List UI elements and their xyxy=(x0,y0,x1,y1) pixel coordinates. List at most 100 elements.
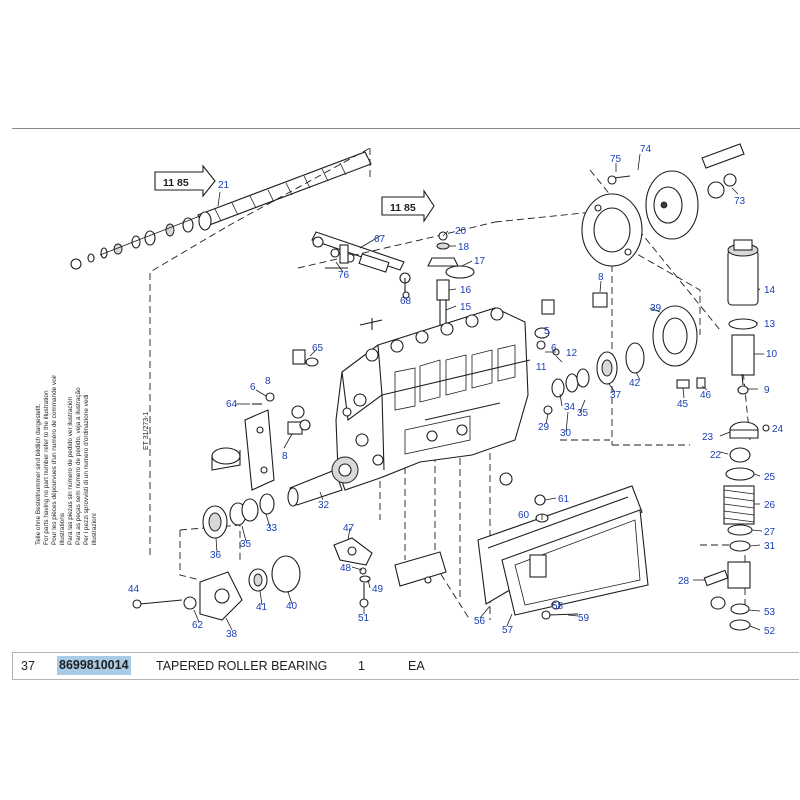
callout: 26 xyxy=(764,500,776,511)
exploded-parts-diagram: Teile ohne Bestellnummer sind bildlich d… xyxy=(35,143,784,640)
base-cover[interactable] xyxy=(477,485,649,620)
callout: 25 xyxy=(764,472,776,483)
svg-text:11 85: 11 85 xyxy=(390,202,416,214)
et-reference: ET 31/273-1 xyxy=(143,411,150,450)
callout: 5 xyxy=(544,326,550,337)
rings-middle[interactable] xyxy=(534,292,608,415)
callout: 73 xyxy=(734,196,746,207)
delivery-valve-stack[interactable] xyxy=(427,231,475,337)
callout: 44 xyxy=(128,584,140,595)
front-plate[interactable] xyxy=(211,409,275,491)
leader-lines xyxy=(193,153,764,631)
callout: 15 xyxy=(460,302,472,313)
callout: 49 xyxy=(372,584,384,595)
coupling-shaft[interactable] xyxy=(287,456,359,507)
part-unit: EA xyxy=(408,659,425,673)
callout: 38 xyxy=(226,629,238,640)
callout: 45 xyxy=(677,399,689,410)
callout: 39 xyxy=(650,303,662,314)
callout: 17 xyxy=(474,256,486,267)
callout: 16 xyxy=(460,285,472,296)
callout: 53 xyxy=(764,607,776,618)
svg-text:11 85: 11 85 xyxy=(163,177,189,189)
side-note-line: Pour les pièces dépourvues d'un numéro d… xyxy=(51,374,58,545)
position-number: 37 xyxy=(21,659,35,673)
callout: 57 xyxy=(502,625,514,636)
callout: 36 xyxy=(210,550,222,561)
callout: 20 xyxy=(455,226,467,237)
side-note-line: illustrazioni xyxy=(91,513,98,545)
camshaft[interactable] xyxy=(70,151,372,270)
callout: 14 xyxy=(764,285,776,296)
bearing-set-left[interactable] xyxy=(132,493,301,621)
callout: 61 xyxy=(558,494,570,505)
governor-cover[interactable] xyxy=(581,143,745,267)
callout: 59 xyxy=(578,613,590,624)
callout: 31 xyxy=(764,541,776,552)
side-note-line: Para as peças sem número de pedido, veja… xyxy=(75,387,82,545)
callout: 11 xyxy=(536,362,547,373)
callout: 24 xyxy=(772,424,784,435)
callout: 30 xyxy=(560,428,572,439)
callout: 58 xyxy=(552,601,564,612)
spring-stack[interactable] xyxy=(723,421,770,552)
callout: 76 xyxy=(338,270,350,281)
callout: 62 xyxy=(192,620,204,631)
parts-list-row[interactable]: 37 8699810014 TAPERED ROLLER BEARING 1 E… xyxy=(12,652,799,680)
roller-tappet[interactable] xyxy=(703,561,751,631)
side-note-line: illustrations xyxy=(59,513,66,545)
reference-arrow-camshaft[interactable]: 11 85 xyxy=(154,164,216,198)
callout: 8 xyxy=(282,451,288,462)
callout: 74 xyxy=(640,144,652,155)
callout: 34 xyxy=(564,402,576,413)
callout: 60 xyxy=(518,510,530,521)
callout: 41 xyxy=(256,602,268,613)
callout: 29 xyxy=(538,422,550,433)
callout: 21 xyxy=(218,180,230,191)
part-description: TAPERED ROLLER BEARING xyxy=(156,659,328,673)
callout: 68 xyxy=(400,296,412,307)
callout: 35 xyxy=(240,539,252,550)
callout: 12 xyxy=(566,348,578,359)
callout: 40 xyxy=(286,601,298,612)
callout: 8 xyxy=(598,272,604,283)
callout: 48 xyxy=(340,563,352,574)
tapered-roller-bearing[interactable] xyxy=(596,305,698,385)
callout: 32 xyxy=(318,500,330,511)
callout: 64 xyxy=(226,399,238,410)
callout: 6 xyxy=(551,343,557,354)
callout: 8 xyxy=(265,376,271,387)
callout: 27 xyxy=(764,527,776,538)
callout: 46 xyxy=(700,390,712,401)
side-note-line: Para las piezas sin número de pedido ver… xyxy=(67,396,74,545)
callout: 33 xyxy=(266,523,278,534)
callout: 23 xyxy=(702,432,714,443)
callout: 10 xyxy=(766,349,778,360)
part-number-link[interactable]: 8699810014 xyxy=(57,656,131,675)
callout: 75 xyxy=(610,154,622,165)
callout: 9 xyxy=(764,385,770,396)
callout: 22 xyxy=(710,450,722,461)
callout: 6 xyxy=(250,382,256,393)
side-note-line: Per i pezzi sprovvisti di un numero d'or… xyxy=(83,395,90,545)
callout: 47 xyxy=(343,523,355,534)
callout: 13 xyxy=(764,319,776,330)
bracket[interactable] xyxy=(333,472,513,608)
callout: 51 xyxy=(358,613,370,624)
callout: 18 xyxy=(458,242,470,253)
side-note-line: For parts having no part number refer to… xyxy=(43,390,50,545)
callout: 35 xyxy=(577,408,589,419)
callout: 28 xyxy=(678,576,690,587)
governor-linkage[interactable] xyxy=(311,231,411,299)
plunger-element[interactable] xyxy=(727,239,759,395)
reference-arrow-governor[interactable]: 11 85 xyxy=(381,189,435,223)
callout: 52 xyxy=(764,626,776,637)
callout: 67 xyxy=(374,234,386,245)
callout-numbers: 21 67 76 68 20 18 17 16 15 75 74 73 8 39… xyxy=(128,144,784,640)
bolts-right[interactable] xyxy=(676,377,706,389)
bolts-left[interactable] xyxy=(252,349,352,435)
top-divider xyxy=(12,128,800,129)
pump-housing[interactable] xyxy=(335,307,531,491)
side-note-line: Teile ohne Bestellnummer sind bildlich d… xyxy=(35,403,42,545)
part-quantity: 1 xyxy=(358,659,365,673)
